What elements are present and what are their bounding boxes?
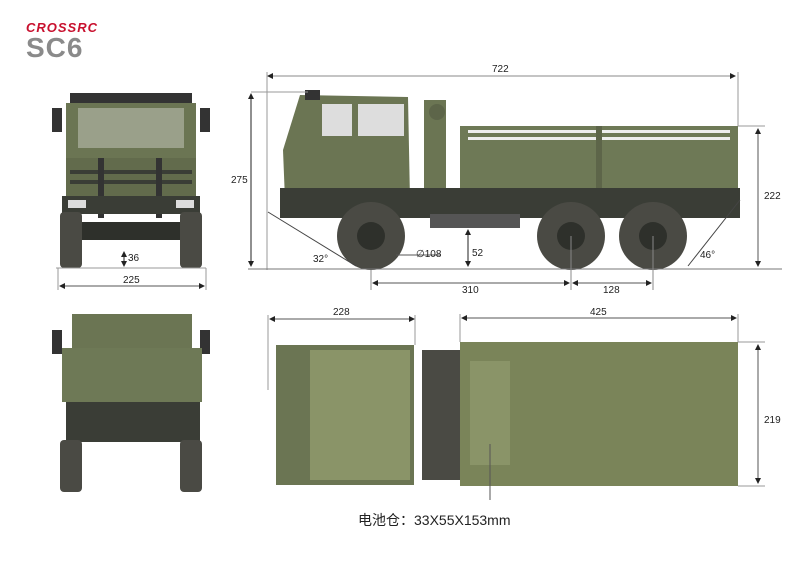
brand-logo-text: CROSSRC	[26, 20, 99, 35]
side-view	[280, 90, 740, 270]
battery-compartment-caption: 电池仓：33X55X153mm	[358, 512, 511, 528]
overall-length-label: 722	[492, 64, 509, 75]
wheelbase-front-label: 310	[462, 285, 479, 296]
rear-view	[52, 314, 210, 492]
bed-length-label: 425	[590, 307, 607, 318]
wheel-diameter-label: ∅108	[416, 249, 442, 260]
chassis-clearance-label: 52	[472, 248, 484, 259]
overall-height-label: 275	[231, 175, 248, 186]
bed-width-label: 219	[764, 415, 781, 426]
bed-height-label: 222	[764, 191, 781, 202]
front-width-label: 225	[123, 275, 140, 286]
front-view	[52, 93, 210, 268]
departure-angle-label: 46°	[700, 250, 716, 261]
wheelbase-rear-label: 128	[603, 285, 620, 296]
front-clearance-label: 36	[128, 253, 140, 264]
cab-length-label: 228	[333, 307, 350, 318]
model-name: SC6	[26, 32, 84, 63]
top-view	[276, 342, 738, 486]
approach-angle-label: 32°	[313, 254, 329, 265]
